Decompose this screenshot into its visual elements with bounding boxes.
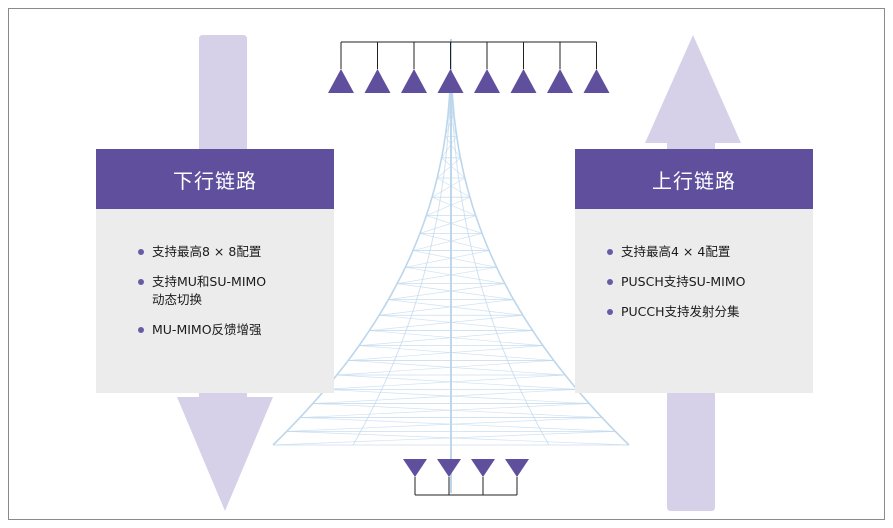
uplink-bullet-list: 支持最高4 × 4配置 PUSCH支持SU-MIMO PUCCH支持发射分集 xyxy=(605,243,805,333)
tower-brace xyxy=(397,283,514,300)
tower-brace xyxy=(299,403,590,418)
bullet-text: 支持MU和SU-MIMO 动态切换 xyxy=(152,274,267,307)
downlink-bullet: MU-MIMO反馈增强 xyxy=(136,321,326,339)
bullet-text: PUSCH支持SU-MIMO xyxy=(621,274,746,289)
bottom-antenna-array xyxy=(403,459,529,496)
tower-brace xyxy=(359,345,554,361)
antenna-icon xyxy=(471,459,495,477)
downlink-bullet: 支持最高8 × 8配置 xyxy=(136,243,326,261)
top-antenna-array xyxy=(328,41,610,93)
tower-brace xyxy=(286,417,603,432)
antenna-icon xyxy=(437,69,464,93)
bullet-text: MU-MIMO反馈增强 xyxy=(152,322,262,337)
tower-brace xyxy=(426,215,483,234)
tower-inner-leg xyxy=(352,47,452,446)
antenna-icon xyxy=(474,69,500,93)
tower-brace xyxy=(441,157,466,179)
tower-brace xyxy=(312,389,577,404)
bullet-dot-icon xyxy=(607,309,613,315)
tower-brace xyxy=(369,314,523,331)
antenna-icon xyxy=(401,69,427,93)
downlink-bullet: 支持MU和SU-MIMO 动态切换 xyxy=(136,273,326,309)
bullet-dot-icon xyxy=(138,249,144,255)
tower-inner-leg xyxy=(450,47,550,446)
tower-brace xyxy=(336,360,554,376)
antenna-icon xyxy=(328,69,354,93)
bullet-dot-icon xyxy=(138,279,144,285)
uplink-bullet: 支持最高4 × 4配置 xyxy=(605,243,805,261)
bullet-dot-icon xyxy=(607,279,613,285)
antenna-icon xyxy=(505,459,529,477)
tower-brace xyxy=(379,299,514,316)
tower-brace xyxy=(405,250,490,268)
antenna-icon xyxy=(583,69,610,93)
tower-brace xyxy=(388,283,505,300)
transmission-tower xyxy=(272,39,630,493)
tower-brace xyxy=(272,431,616,446)
tower-brace xyxy=(325,389,590,404)
tower-brace xyxy=(336,374,577,390)
downlink-panel-body: 支持最高8 × 8配置 支持MU和SU-MIMO 动态切换 MU-MIMO反馈增… xyxy=(96,209,334,393)
bullet-text: 支持最高8 × 8配置 xyxy=(152,244,262,259)
tower-brace xyxy=(299,417,616,432)
tower-brace xyxy=(348,360,566,376)
downlink-title: 下行链路 xyxy=(96,149,334,209)
bullet-text: PUCCH支持发射分集 xyxy=(621,304,740,319)
antenna-icon xyxy=(364,69,391,93)
bullet-dot-icon xyxy=(138,327,144,333)
tower-brace xyxy=(431,196,476,216)
tower-brace xyxy=(419,233,490,251)
tower-brace xyxy=(412,250,497,268)
tower-brace xyxy=(286,431,630,446)
tower-brace xyxy=(412,233,483,251)
antenna-icon xyxy=(547,69,573,93)
tower-brace xyxy=(436,157,461,179)
tower-brace xyxy=(441,136,458,159)
diagram-frame: 支持最高8 × 8配置 支持MU和SU-MIMO 动态切换 MU-MIMO反馈增… xyxy=(8,8,885,520)
downlink-bullet-list: 支持最高8 × 8配置 支持MU和SU-MIMO 动态切换 MU-MIMO反馈增… xyxy=(136,243,326,351)
tower-brace xyxy=(431,177,465,198)
bullet-dot-icon xyxy=(607,249,613,255)
uplink-bullet: PUCCH支持发射分集 xyxy=(605,303,805,321)
uplink-bullet: PUSCH支持SU-MIMO xyxy=(605,273,805,291)
tower-brace xyxy=(444,136,461,159)
tower-brace xyxy=(312,403,603,418)
tower-brace xyxy=(426,196,471,216)
uplink-panel-body: 支持最高4 × 4配置 PUSCH支持SU-MIMO PUCCH支持发射分集 xyxy=(575,209,813,393)
tower-brace xyxy=(325,374,566,390)
tower-brace xyxy=(437,177,471,198)
antenna-icon xyxy=(510,69,537,93)
antenna-icon xyxy=(437,459,461,477)
tower-brace xyxy=(359,330,533,346)
tower-brace xyxy=(444,112,455,137)
tower-brace xyxy=(388,299,523,316)
tower-brace xyxy=(447,112,458,137)
tower-brace xyxy=(379,314,533,331)
bullet-text: 支持最高4 × 4配置 xyxy=(621,244,731,259)
tower-drawing xyxy=(272,39,630,496)
tower-brace xyxy=(369,330,543,346)
antenna-icon xyxy=(403,459,427,477)
uplink-title: 上行链路 xyxy=(575,149,813,209)
tower-brace xyxy=(405,266,505,284)
tower-brace xyxy=(397,266,497,284)
tower-brace xyxy=(419,215,476,234)
tower-brace xyxy=(348,345,543,361)
